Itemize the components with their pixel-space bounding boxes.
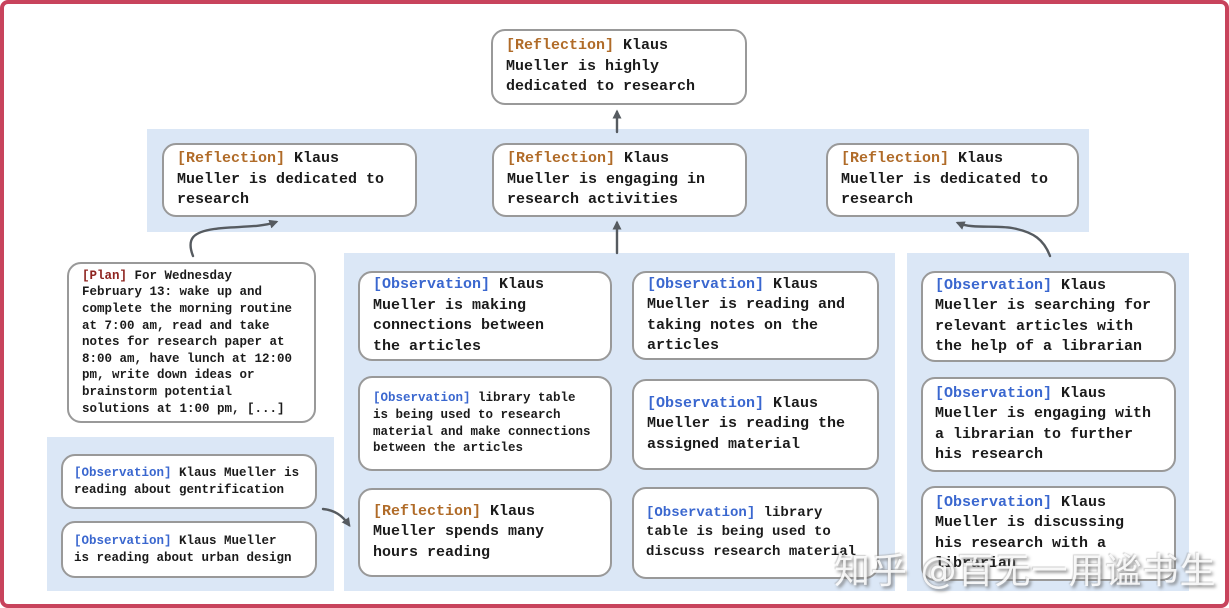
node-observation-gentrification: [Observation] Klaus Mueller is reading a… xyxy=(61,454,317,509)
node-body: Klaus Mueller is discussing his research… xyxy=(935,493,1125,573)
node-body: Klaus Mueller is dedicated to research xyxy=(177,150,385,209)
node-observation-searching-articles: [Observation] Klaus Mueller is searching… xyxy=(921,271,1176,362)
node-observation-discussing-research: [Observation] Klaus Mueller is discussin… xyxy=(921,486,1176,581)
watermark: 知乎 @百无一用谧书生 xyxy=(834,551,1217,592)
observation-tag: [Observation] xyxy=(373,276,491,293)
observation-tag: [Observation] xyxy=(935,276,1053,294)
node-body: library table is being used to discuss r… xyxy=(646,504,857,560)
node-observation-engaging-librarian: [Observation] Klaus Mueller is engaging … xyxy=(921,377,1176,472)
observation-tag: [Observation] xyxy=(647,275,765,293)
node-observation-urban-design: [Observation] Klaus Mueller is reading a… xyxy=(61,521,317,578)
reflection-tag: [Reflection] xyxy=(507,150,616,168)
node-body: library table is being used to research … xyxy=(373,391,591,456)
observation-tag: [Observation] xyxy=(646,504,756,521)
node-body: Klaus Mueller is making connections betw… xyxy=(373,276,545,355)
node-plan: [Plan] For Wednesday February 13: wake u… xyxy=(67,262,316,423)
reflection-tag: [Reflection] xyxy=(506,37,615,55)
observation-tag: [Observation] xyxy=(74,465,172,480)
node-observation-making-connections: [Observation] Klaus Mueller is making co… xyxy=(358,271,612,361)
node-body: Klaus Mueller is reading about urban des… xyxy=(74,533,292,565)
node-reflection-row2-middle: [Reflection] Klaus Mueller is engaging i… xyxy=(492,143,747,217)
node-reflection-row2-left: [Reflection] Klaus Mueller is dedicated … xyxy=(162,143,417,217)
node-body: Klaus Mueller is engaging with a librari… xyxy=(935,384,1152,464)
node-observation-library-table-research: [Observation] library table is being use… xyxy=(358,376,612,471)
observation-tag: [Observation] xyxy=(647,394,765,412)
node-body: Klaus Mueller spends many hours reading xyxy=(373,502,545,561)
node-body: For Wednesday February 13: wake up and c… xyxy=(82,268,293,416)
node-reflection-row2-right: [Reflection] Klaus Mueller is dedicated … xyxy=(826,143,1079,217)
node-reflection-hours-reading: [Reflection] Klaus Mueller spends many h… xyxy=(358,488,612,577)
node-reflection-top: [Reflection] Klaus Mueller is highly ded… xyxy=(491,29,747,105)
node-body: Klaus Mueller is reading about gentrific… xyxy=(74,465,300,497)
node-body: Klaus Mueller is engaging in research ac… xyxy=(507,150,706,209)
reflection-tag: [Reflection] xyxy=(841,150,950,168)
node-body: Klaus Mueller is highly dedicated to res… xyxy=(506,37,696,96)
observation-tag: [Observation] xyxy=(935,384,1053,402)
plan-tag: [Plan] xyxy=(82,268,128,283)
observation-tag: [Observation] xyxy=(74,533,172,548)
node-body: Klaus Mueller is dedicated to research xyxy=(841,150,1049,209)
reflection-tag: [Reflection] xyxy=(373,502,482,520)
observation-tag: [Observation] xyxy=(935,493,1053,511)
reflection-tag: [Reflection] xyxy=(177,150,286,168)
node-body: Klaus Mueller is reading and taking note… xyxy=(647,275,846,355)
node-observation-taking-notes: [Observation] Klaus Mueller is reading a… xyxy=(632,271,879,360)
node-observation-library-table-discuss: [Observation] library table is being use… xyxy=(632,487,879,579)
node-body: Klaus Mueller is reading the assigned ma… xyxy=(647,394,846,453)
node-observation-assigned-material: [Observation] Klaus Mueller is reading t… xyxy=(632,379,879,470)
node-body: Klaus Mueller is searching for relevant … xyxy=(935,276,1152,356)
observation-tag: [Observation] xyxy=(373,391,471,406)
